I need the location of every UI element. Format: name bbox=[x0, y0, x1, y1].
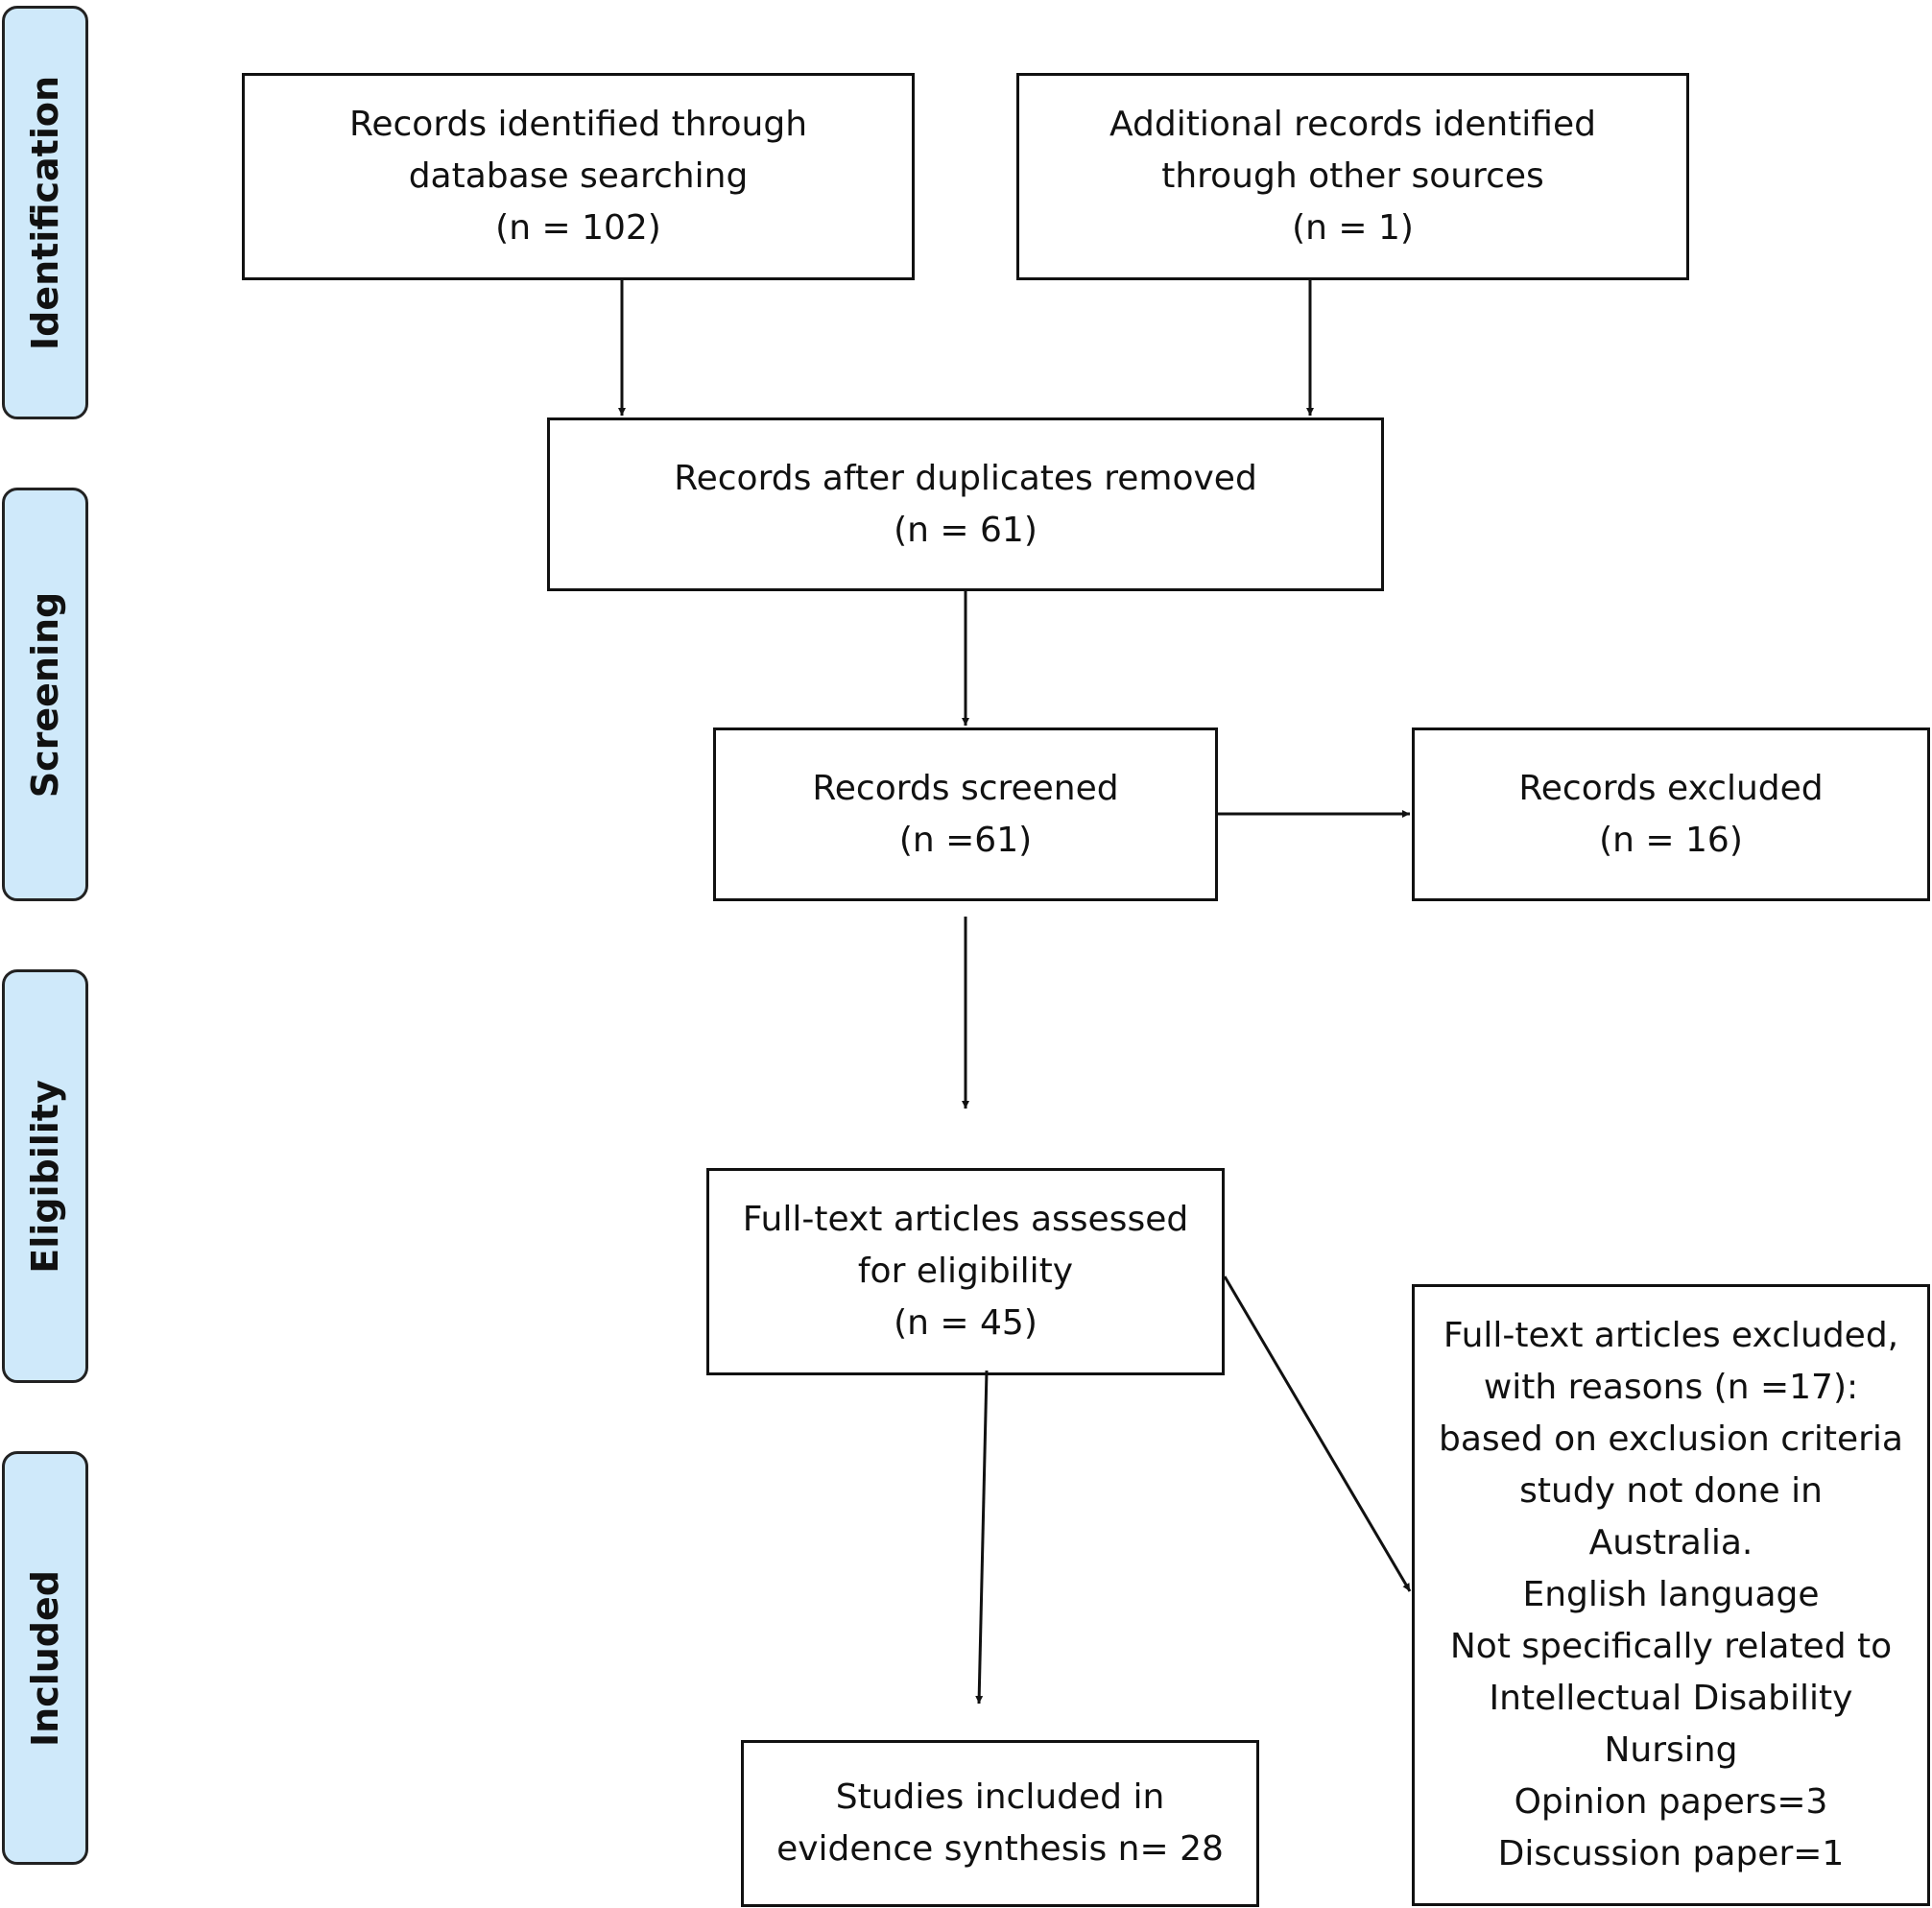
phase-screening: Screening bbox=[2, 488, 88, 901]
studies-included-box: Studies included in evidence synthesis n… bbox=[741, 1740, 1259, 1907]
phase-included: Included bbox=[2, 1451, 88, 1865]
database-search-line-1: Records identified through bbox=[348, 105, 808, 144]
fulltext-assessed-count: (n = 45) bbox=[894, 1303, 1038, 1343]
fulltext-excluded-line-1: Full-text articles excluded, bbox=[1443, 1316, 1899, 1355]
arrow-assessed-to-fulltext-excluded bbox=[1223, 1276, 1412, 1592]
other-sources-count: (n = 1) bbox=[1292, 208, 1414, 248]
fulltext-assessed-line-1: Full-text articles assessed bbox=[742, 1200, 1189, 1239]
records-excluded-line-1: Records excluded bbox=[1518, 768, 1824, 808]
fulltext-excluded-line-11: Discussion paper=1 bbox=[1497, 1834, 1845, 1873]
fulltext-assessed-box: Full-text articles assessed for eligibil… bbox=[706, 1168, 1225, 1375]
fulltext-excluded-box: Full-text articles excluded, with reason… bbox=[1412, 1284, 1930, 1906]
records-excluded-box: Records excluded (n = 16) bbox=[1412, 727, 1930, 901]
fulltext-excluded-line-9: Nursing bbox=[1604, 1730, 1738, 1770]
fulltext-excluded-line-8: Intellectual Disability bbox=[1489, 1679, 1853, 1718]
records-screened-line-1: Records screened bbox=[812, 768, 1119, 808]
database-search-line-2: database searching bbox=[408, 156, 749, 196]
studies-included-line-1: Studies included in bbox=[835, 1777, 1165, 1817]
fulltext-assessed-line-2: for eligibility bbox=[857, 1252, 1074, 1291]
records-screened-count: (n =61) bbox=[898, 820, 1033, 860]
records-screened-box: Records screened (n =61) bbox=[713, 727, 1218, 901]
fulltext-excluded-line-10: Opinion papers=3 bbox=[1514, 1782, 1828, 1822]
other-sources-line-1: Additional records identified bbox=[1109, 105, 1596, 144]
duplicates-removed-box: Records after duplicates removed (n = 61… bbox=[547, 417, 1384, 591]
phase-eligibility: Eligibility bbox=[2, 969, 88, 1383]
fulltext-excluded-line-6: English language bbox=[1522, 1575, 1820, 1614]
arrow-assessed-to-included bbox=[975, 1370, 989, 1705]
database-search-count: (n = 102) bbox=[495, 208, 661, 248]
database-search-box: Records identified through database sear… bbox=[242, 73, 915, 280]
phase-identification: Identification bbox=[2, 6, 88, 419]
other-sources-line-2: through other sources bbox=[1161, 156, 1544, 196]
duplicates-removed-line-1: Records after duplicates removed bbox=[674, 458, 1257, 498]
other-sources-box: Additional records identified through ot… bbox=[1016, 73, 1689, 280]
records-excluded-count: (n = 16) bbox=[1599, 820, 1743, 860]
fulltext-excluded-line-4: study not done in bbox=[1519, 1471, 1823, 1511]
fulltext-excluded-line-5: Australia. bbox=[1588, 1523, 1753, 1562]
fulltext-excluded-line-2: with reasons (n =17): bbox=[1483, 1368, 1859, 1407]
fulltext-excluded-line-3: based on exclusion criteria bbox=[1439, 1419, 1903, 1459]
fulltext-excluded-line-7: Not specifically related to bbox=[1449, 1627, 1893, 1666]
duplicates-removed-count: (n = 61) bbox=[894, 510, 1038, 550]
studies-included-line-2: evidence synthesis n= 28 bbox=[776, 1829, 1224, 1869]
